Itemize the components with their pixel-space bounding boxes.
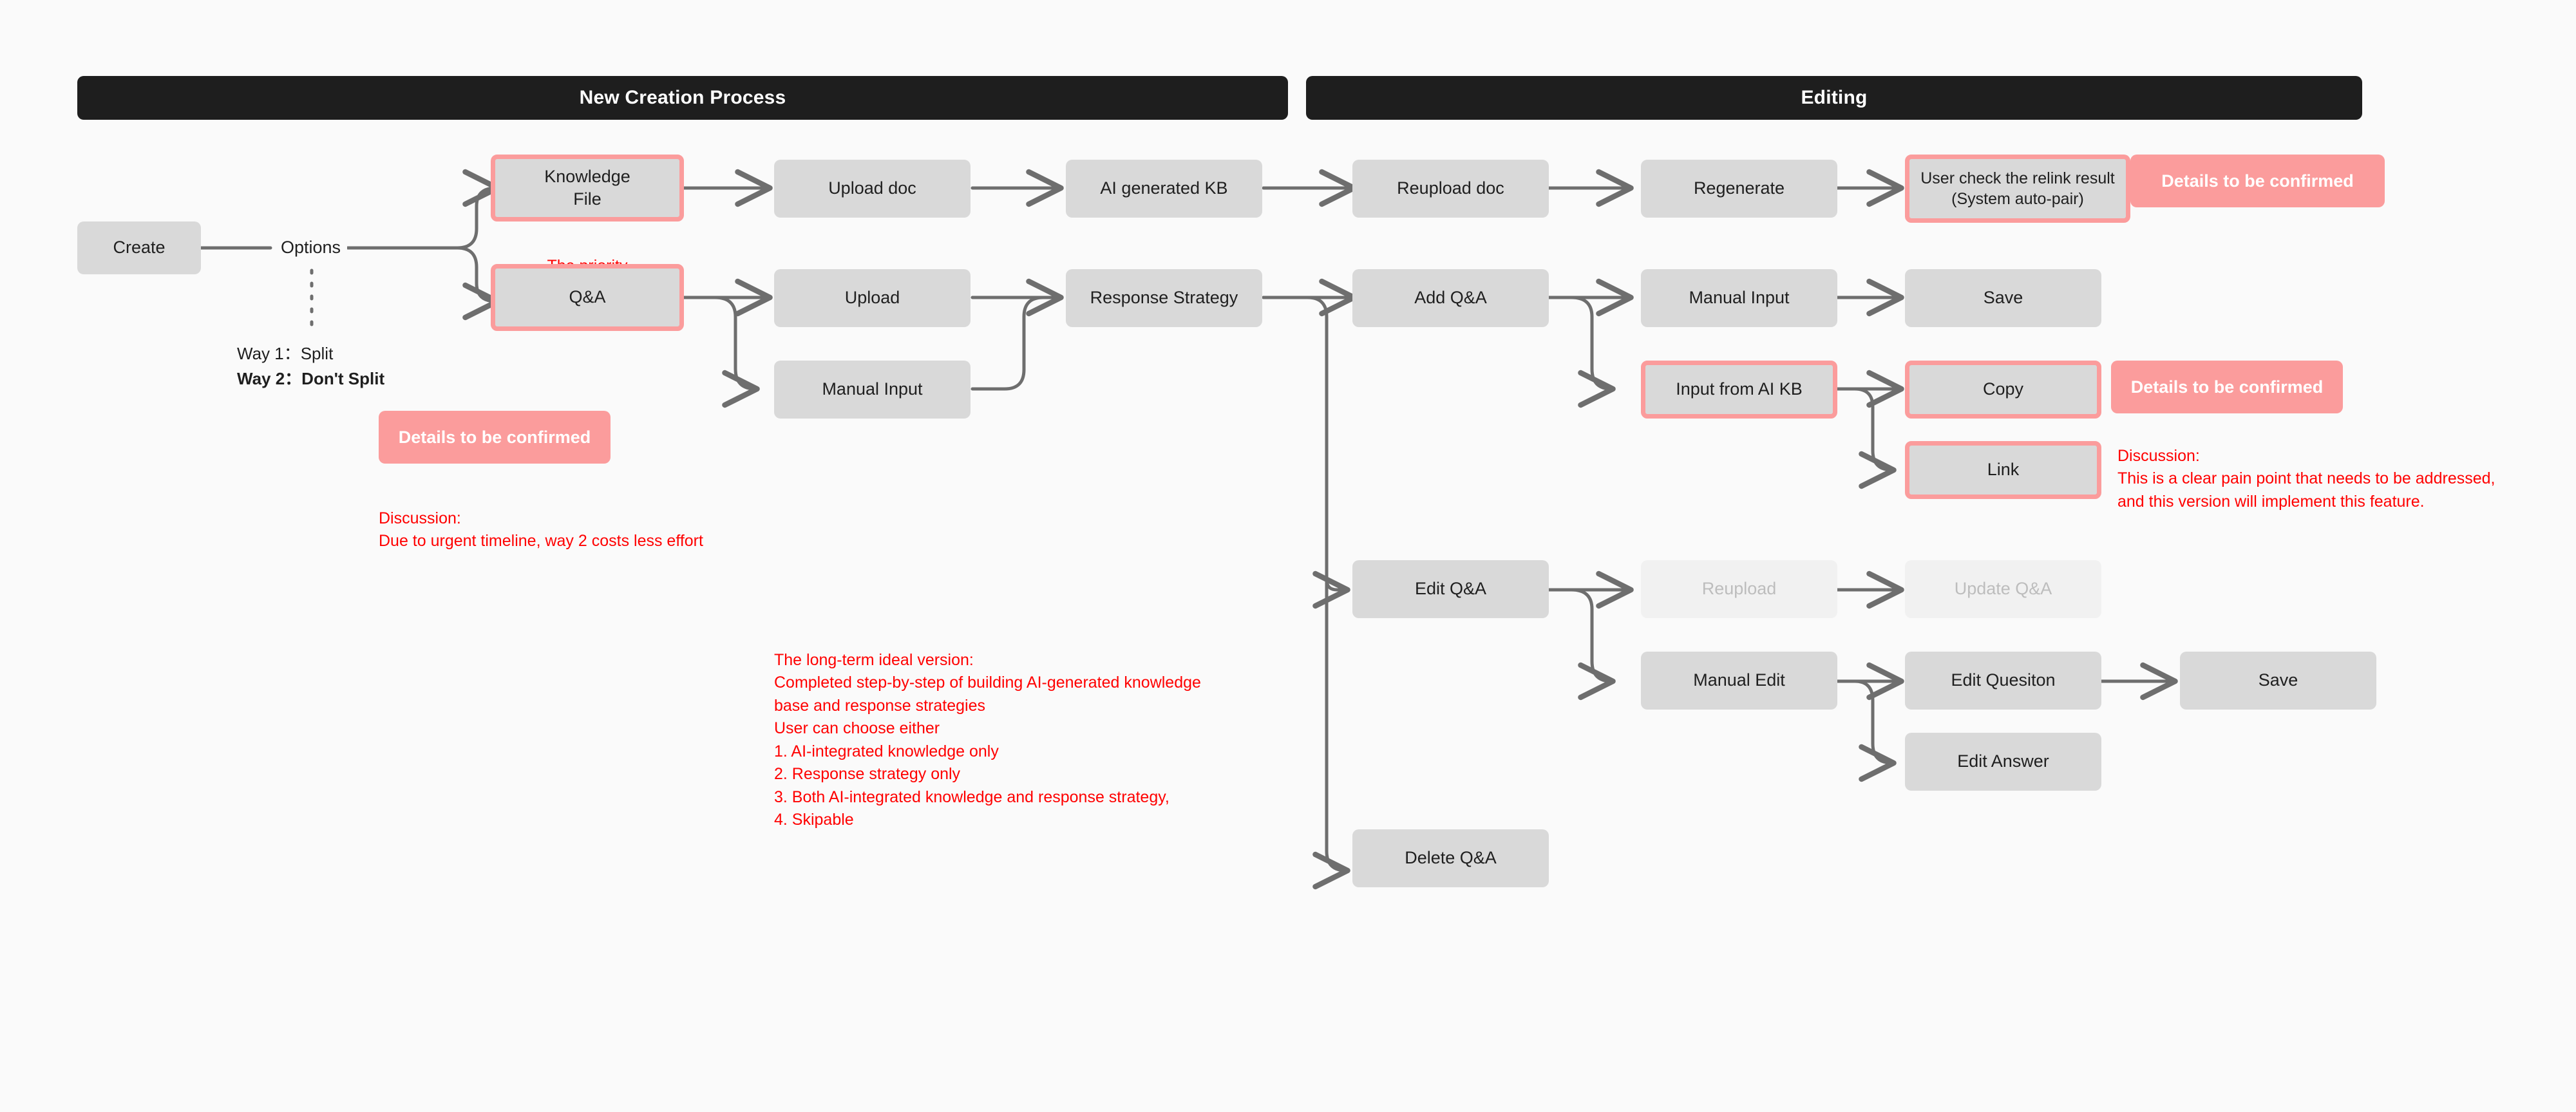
node-ai-generated-kb[interactable]: AI generated KB — [1066, 160, 1262, 218]
node-knowledge-file[interactable]: Knowledge File — [491, 155, 684, 221]
section-title: Editing — [1801, 87, 1868, 108]
node-label: Save — [1983, 288, 2023, 308]
section-title: New Creation Process — [579, 87, 786, 108]
pill-label: Details to be confirmed — [2130, 377, 2324, 397]
node-label: Manual Edit — [1693, 670, 1785, 690]
pill-details-to-be-confirmed-left[interactable]: Details to be confirmed — [379, 411, 611, 464]
node-label: Link — [1987, 460, 2020, 480]
node-manual-input-edit[interactable]: Manual Input — [1641, 269, 1837, 327]
section-header-new-creation-process: New Creation Process — [77, 76, 1288, 120]
node-label: Response Strategy — [1090, 288, 1238, 308]
node-add-qa[interactable]: Add Q&A — [1352, 269, 1549, 327]
way-2: Way 2：Don't Split — [237, 369, 385, 388]
node-label: Delete Q&A — [1405, 848, 1497, 868]
node-manual-input-left[interactable]: Manual Input — [774, 361, 971, 419]
node-label: Upload doc — [828, 178, 916, 198]
node-save-bottom[interactable]: Save — [2180, 652, 2376, 710]
node-label: Update Q&A — [1954, 579, 2052, 599]
node-label: Q&A — [569, 287, 606, 307]
node-label: Edit Q&A — [1414, 579, 1487, 599]
node-delete-qa[interactable]: Delete Q&A — [1352, 829, 1549, 887]
node-upload[interactable]: Upload — [774, 269, 971, 327]
pill-label: Details to be confirmed — [2161, 171, 2354, 191]
note-long-term-ideal-version: The long-term ideal version: Completed s… — [774, 650, 1201, 829]
node-label: Copy — [1982, 379, 2024, 399]
node-manual-edit[interactable]: Manual Edit — [1641, 652, 1837, 710]
node-label: Manual Input — [822, 379, 923, 399]
node-label: Edit Answer — [1957, 751, 2049, 771]
node-reupload[interactable]: Reupload — [1641, 560, 1837, 618]
node-edit-qa[interactable]: Edit Q&A — [1352, 560, 1549, 618]
node-user-check-relink-result[interactable]: User check the relink result (System aut… — [1905, 155, 2130, 223]
node-label: Regenerate — [1693, 178, 1785, 198]
node-label: Upload — [844, 288, 900, 308]
ways-note: Way 1：Split Way 2：Don't Split — [237, 341, 507, 391]
node-response-strategy[interactable]: Response Strategy — [1066, 269, 1262, 327]
node-link[interactable]: Link — [1905, 441, 2101, 499]
node-label: Knowledge File — [544, 166, 630, 209]
node-update-qa[interactable]: Update Q&A — [1905, 560, 2101, 618]
node-label: Reupload — [1701, 579, 1777, 599]
section-header-editing: Editing — [1306, 76, 2362, 120]
pill-details-to-be-confirmed-link[interactable]: Details to be confirmed — [2111, 361, 2343, 413]
node-label: User check the relink result (System aut… — [1920, 169, 2115, 209]
edge-label-options: Options — [274, 238, 348, 258]
pill-label: Details to be confirmed — [398, 427, 591, 447]
node-label: Reupload doc — [1397, 178, 1504, 198]
note-discussion-left: Discussion: Due to urgent timeline, way … — [379, 509, 703, 551]
node-input-from-ai-kb[interactable]: Input from AI KB — [1641, 361, 1837, 419]
node-qa[interactable]: Q&A — [491, 264, 684, 331]
node-regenerate[interactable]: Regenerate — [1641, 160, 1837, 218]
note-discussion-right: Discussion: This is a clear pain point t… — [2117, 446, 2496, 511]
node-label: Create — [113, 238, 166, 258]
node-label: Edit Quesiton — [1951, 670, 2056, 690]
pill-details-to-be-confirmed-relink[interactable]: Details to be confirmed — [2130, 155, 2385, 207]
node-upload-doc[interactable]: Upload doc — [774, 160, 971, 218]
node-label: Manual Input — [1689, 288, 1790, 308]
node-label: Input from AI KB — [1676, 379, 1803, 399]
node-label: Add Q&A — [1414, 288, 1487, 308]
node-label: Save — [2258, 670, 2298, 690]
node-reupload-doc[interactable]: Reupload doc — [1352, 160, 1549, 218]
node-create[interactable]: Create — [77, 221, 201, 274]
node-edit-answer[interactable]: Edit Answer — [1905, 733, 2101, 791]
node-label: AI generated KB — [1100, 178, 1228, 198]
node-edit-question[interactable]: Edit Quesiton — [1905, 652, 2101, 710]
node-save-top[interactable]: Save — [1905, 269, 2101, 327]
way-1: Way 1：Split — [237, 344, 334, 363]
node-copy[interactable]: Copy — [1905, 361, 2101, 419]
